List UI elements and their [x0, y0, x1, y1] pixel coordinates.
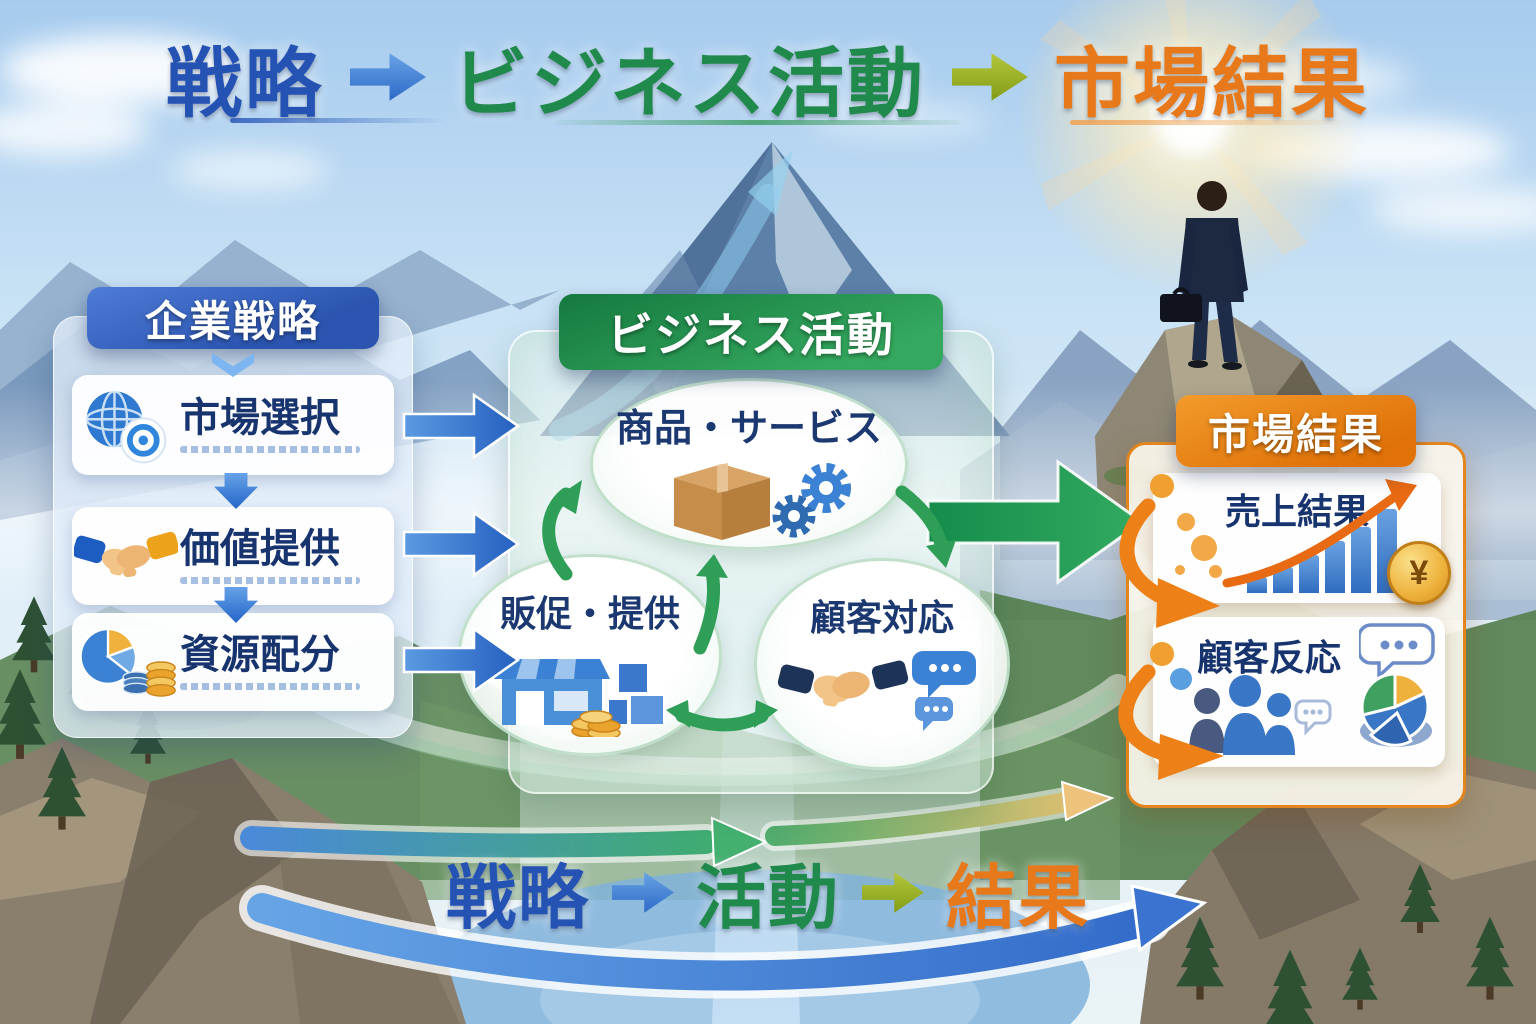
title-underline-orange	[1070, 120, 1350, 125]
business-activity-header: ビジネス活動	[559, 294, 943, 370]
orange-arrowhead-icon	[1158, 734, 1224, 780]
fine-print	[180, 446, 360, 453]
products-services-label: 商品・サービス	[615, 408, 882, 450]
blue-right-arrow-icon	[402, 626, 521, 694]
title-arrow-green-icon	[952, 53, 1028, 101]
bottom-flow-title: 戦略 活動 結果	[0, 842, 1536, 943]
accent-dot	[1209, 565, 1222, 578]
gear-icon	[801, 463, 851, 513]
title-underline-green	[556, 120, 960, 125]
market-results-header: 市場結果	[1176, 395, 1416, 467]
fine-print	[180, 683, 360, 690]
sales-bar	[1273, 567, 1293, 593]
orange-arrowhead-icon	[1156, 578, 1220, 628]
coins-icon	[571, 710, 621, 740]
value-provision-label: 価値提供	[180, 527, 340, 571]
activity-cycle-arrowheads	[552, 480, 956, 728]
bottom-result: 結果	[946, 859, 1090, 937]
speech-bubble-outline-icon	[1359, 623, 1435, 679]
corporate-strategy-header: 企業戦略	[87, 287, 379, 349]
sales-bar	[1351, 527, 1371, 593]
globe-target-icon	[72, 383, 180, 467]
pie-chart-coins-icon	[72, 620, 180, 704]
value-provision-card: 価値提供	[72, 507, 394, 605]
bottom-cycle-blue-arrow	[239, 884, 1208, 999]
handshake-speech-bubbles-icon	[777, 651, 976, 731]
people-group-icon	[1170, 668, 1332, 755]
activity-to-result-swoosh-arrow	[760, 780, 1115, 851]
sun-icon	[1017, 0, 1367, 293]
bottom-activity: 活動	[696, 859, 840, 937]
bottom-arrow-olive-icon	[862, 872, 924, 913]
market-selection-label: 市場選択	[180, 396, 340, 440]
accent-dot	[1191, 535, 1217, 561]
speech-bubble-icon	[914, 697, 953, 731]
resource-allocation-card: 資源配分	[72, 613, 394, 711]
customer-reaction-label: 顧客反応	[1197, 637, 1342, 678]
main-title: 戦略 ビジネス活動 市場結果	[0, 22, 1536, 132]
speech-bubble-icon	[912, 651, 976, 698]
foreground-cliff-right	[1140, 754, 1536, 1024]
handshake-icon	[72, 520, 180, 592]
products-services-node: 商品・サービス	[590, 378, 908, 550]
green-arrowhead-icon	[552, 480, 582, 514]
speech-bubble-outline-icon	[1294, 699, 1332, 736]
pie-chart-3d-icon	[1360, 672, 1432, 747]
sales-results-label: 売上結果	[1225, 491, 1370, 532]
strategy-to-activity-swoosh-arrow	[234, 816, 769, 868]
activity-cycle-arrows	[542, 485, 949, 732]
market-selection-card: 市場選択	[72, 375, 394, 475]
customer-reaction-card: 顧客反応	[1153, 617, 1445, 767]
blue-right-arrow-icon	[402, 392, 521, 460]
storefront-boxes-coins-icon	[494, 659, 665, 740]
yen-coin-icon: ¥	[1387, 541, 1451, 605]
green-arrowhead-icon	[754, 700, 778, 728]
green-arrowhead-icon	[666, 700, 690, 728]
corporate-strategy-panel: 企業戦略 市場選択	[53, 287, 413, 738]
businessman-on-peak-icon	[1160, 181, 1248, 370]
bottom-arrow-blue-icon	[612, 872, 674, 913]
sales-bar	[1299, 555, 1319, 593]
resource-allocation-label: 資源配分	[180, 633, 340, 677]
title-business-activity: ビジネス活動	[452, 42, 926, 127]
sales-bar	[1325, 541, 1345, 593]
sales-results-card: 売上結果 ¥	[1153, 473, 1451, 605]
green-arrowhead-icon	[926, 540, 956, 568]
package-gears-icon	[674, 463, 851, 540]
title-underline-blue	[230, 118, 445, 123]
strategy-to-activity-arrows	[402, 392, 521, 694]
activity-to-results-green-arrow-icon	[926, 459, 1145, 585]
accent-dot	[1175, 565, 1185, 575]
accent-dot	[1177, 513, 1195, 531]
bottom-strategy: 戦略	[446, 859, 590, 937]
title-strategy: 戦略	[166, 42, 324, 127]
sales-bar-chart	[1241, 501, 1397, 593]
yen-symbol: ¥	[1409, 553, 1429, 592]
fine-print	[180, 577, 360, 584]
briefcase-icon	[1160, 294, 1202, 322]
promotion-delivery-label: 販促・提供	[499, 593, 680, 634]
green-arrowhead-icon	[696, 554, 728, 578]
gear-icon	[772, 494, 816, 538]
business-activity-panel: ビジネス活動 商品・サービス 販促・提供	[458, 294, 1010, 794]
orange-dot-icon	[1150, 642, 1174, 666]
customer-response-node: 顧客対応	[754, 558, 1010, 770]
blue-right-arrow-icon	[402, 510, 521, 578]
results-feedback-arrows	[1118, 474, 1224, 780]
customer-response-label: 顧客対応	[809, 597, 954, 638]
rising-trend-arrow-icon	[1222, 479, 1417, 588]
orange-dot-icon	[1150, 474, 1174, 498]
title-market-result: 市場結果	[1054, 42, 1370, 127]
title-arrow-blue-icon	[350, 53, 426, 101]
